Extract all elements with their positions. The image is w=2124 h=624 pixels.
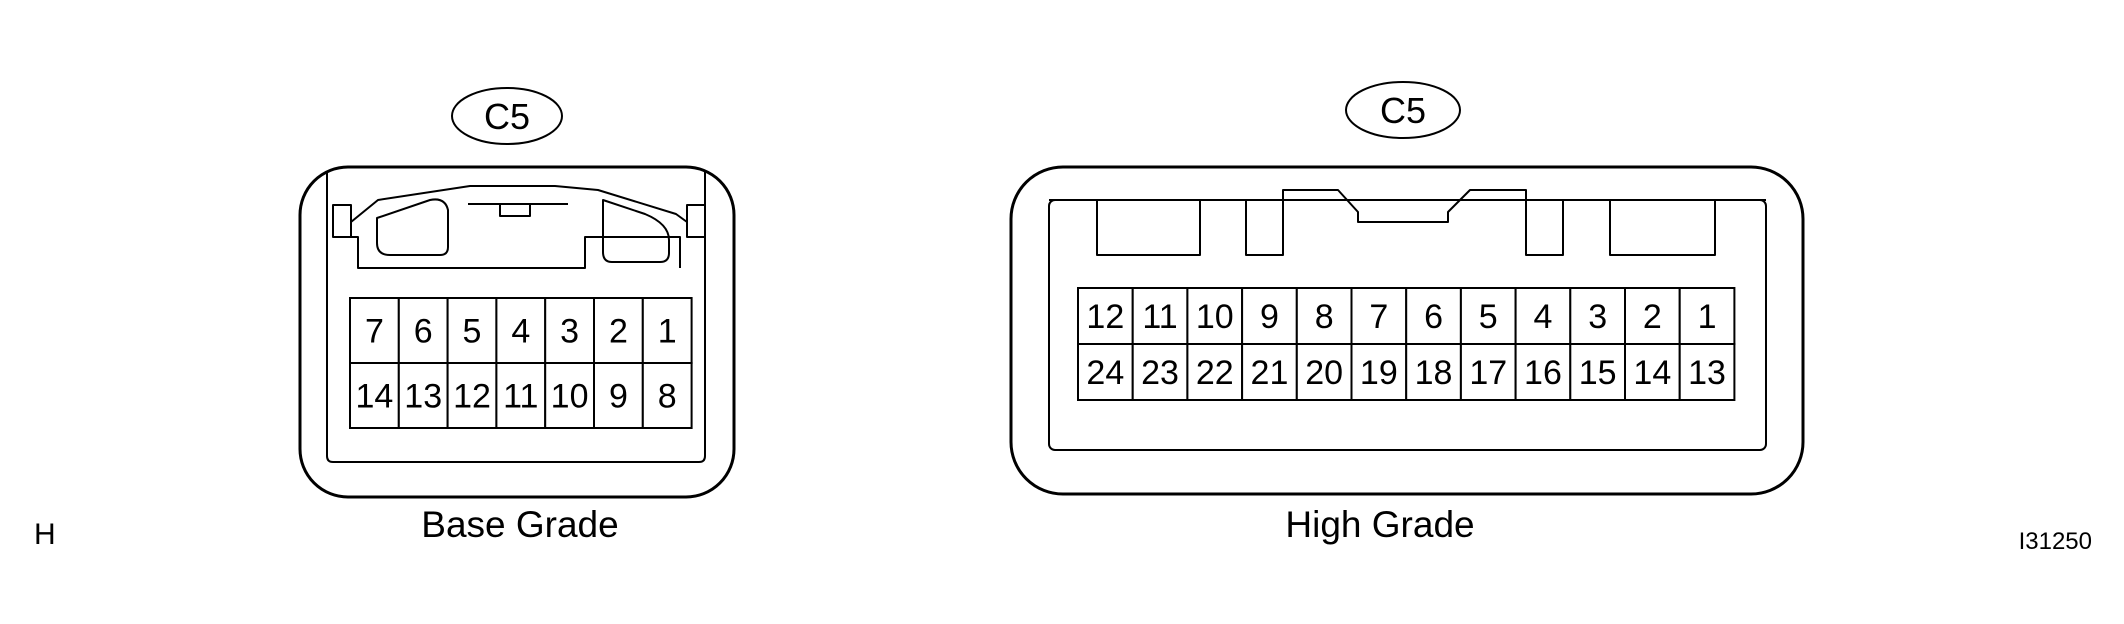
high-grade-pin-cell: [1295, 287, 1353, 345]
base-grade-pin-label: 2: [609, 313, 628, 351]
base-grade-pin-label: 5: [463, 313, 482, 351]
high-grade-pin-label: 14: [1633, 354, 1671, 392]
base-grade-pin-label: 3: [560, 313, 579, 351]
high-grade-pin-label: 18: [1415, 354, 1453, 392]
base-grade-pin-label: 6: [414, 313, 433, 351]
high-grade-pin-label: 9: [1260, 298, 1279, 336]
high-grade-housing-outer: [1009, 165, 1805, 496]
high-grade-caption: High Grade: [1285, 504, 1474, 545]
high-grade-pin-cell: [1624, 343, 1681, 401]
high-grade-pin-label: 24: [1086, 354, 1124, 392]
base-grade-left-tab: [332, 204, 352, 238]
high-grade-pin-cell: [1405, 287, 1462, 345]
high-grade-pin-cell: [1186, 343, 1244, 401]
base-grade-pin-label: 12: [453, 378, 491, 416]
high-grade-pin-cell: [1077, 343, 1134, 401]
high-grade-pin-label: 10: [1196, 298, 1234, 336]
base-grade-tag-outline: [451, 87, 563, 145]
high-grade-pin-cell: [1569, 287, 1627, 345]
high-grade-pin-label: 22: [1196, 354, 1234, 392]
high-grade-pin-label: 16: [1524, 354, 1562, 392]
high-grade-pin-cell: [1514, 287, 1572, 345]
high-grade-tag-outline: [1345, 81, 1461, 139]
base-grade-left-window: [376, 198, 449, 256]
base-grade-pin-cell: [446, 362, 498, 429]
high-grade-pin-cell: [1678, 287, 1736, 345]
base-grade-pin-label: 4: [511, 313, 530, 351]
high-grade-pin-label: 23: [1141, 354, 1179, 392]
base-grade-housing-outer: [298, 165, 736, 499]
base-grade-pin-label: 14: [355, 378, 393, 416]
high-grade-housing-inner: [1048, 199, 1767, 451]
base-grade-pin-cell: [349, 362, 400, 429]
high-grade-pin-label: 8: [1315, 298, 1334, 336]
base-grade-center-notch: [468, 203, 568, 217]
base-grade-pin-cell: [641, 297, 693, 364]
base-grade-pin-cell: [397, 297, 449, 364]
high-grade-pin-label: 7: [1369, 298, 1388, 336]
base-grade-pin-label: 7: [365, 313, 384, 351]
base-grade-pin-cell: [593, 297, 644, 364]
high-grade-pin-label: 21: [1251, 354, 1289, 392]
high-grade-tag: C5: [1380, 90, 1426, 131]
high-grade-pin-cell: [1459, 287, 1517, 345]
high-grade-pin-cell: [1514, 343, 1572, 401]
base-grade-housing-inner: [326, 172, 706, 463]
figure-code: I31250: [2019, 528, 2092, 555]
high-grade-pin-cell: [1131, 343, 1189, 401]
base-grade-tag: C5: [484, 96, 530, 137]
base-grade-pin-label: 10: [551, 378, 589, 416]
corner-label-left: H: [34, 518, 56, 551]
high-grade-pin-label: 19: [1360, 354, 1398, 392]
high-grade-pin-cell: [1295, 343, 1353, 401]
high-grade-pin-label: 5: [1479, 298, 1498, 336]
base-grade-pin-label: 1: [658, 313, 677, 351]
base-grade-caption: Base Grade: [421, 504, 618, 545]
base-grade-pin-label: 13: [404, 378, 442, 416]
high-grade-pin-cell: [1186, 287, 1244, 345]
high-grade-pin-label: 3: [1588, 298, 1607, 336]
base-grade-pin-cell: [641, 362, 693, 429]
high-grade-pin-cell: [1131, 287, 1189, 345]
base-grade-right-window: [602, 199, 670, 263]
base-grade-pin-cell: [593, 362, 644, 429]
high-grade-pin-label: 11: [1142, 298, 1177, 336]
base-grade-pin-cell: [446, 297, 498, 364]
base-grade-pin-cell: [544, 362, 596, 429]
base-grade-pin-label: 9: [609, 378, 628, 416]
high-grade-pin-label: 20: [1305, 354, 1343, 392]
high-grade-pin-label: 2: [1643, 298, 1662, 336]
high-grade-pin-label: 12: [1086, 298, 1124, 336]
high-grade-pin-label: 6: [1424, 298, 1443, 336]
high-grade-pin-label: 4: [1533, 298, 1552, 336]
base-grade-right-tab: [686, 204, 706, 238]
high-grade-key-profile: [1049, 189, 1766, 256]
base-grade-latch: [350, 185, 688, 269]
high-grade-pin-label: 1: [1698, 298, 1717, 336]
base-grade-pin-cell: [544, 297, 596, 364]
high-grade-pin-cell: [1678, 343, 1736, 401]
high-grade-pin-label: 13: [1688, 354, 1726, 392]
high-grade-pin-label: 17: [1469, 354, 1507, 392]
high-grade-pin-label: 15: [1579, 354, 1617, 392]
high-grade-pin-cell: [1405, 343, 1462, 401]
base-grade-pin-label: 8: [658, 378, 677, 416]
base-grade-pin-label: 11: [503, 378, 538, 416]
high-grade-pin-cell: [1077, 287, 1134, 345]
